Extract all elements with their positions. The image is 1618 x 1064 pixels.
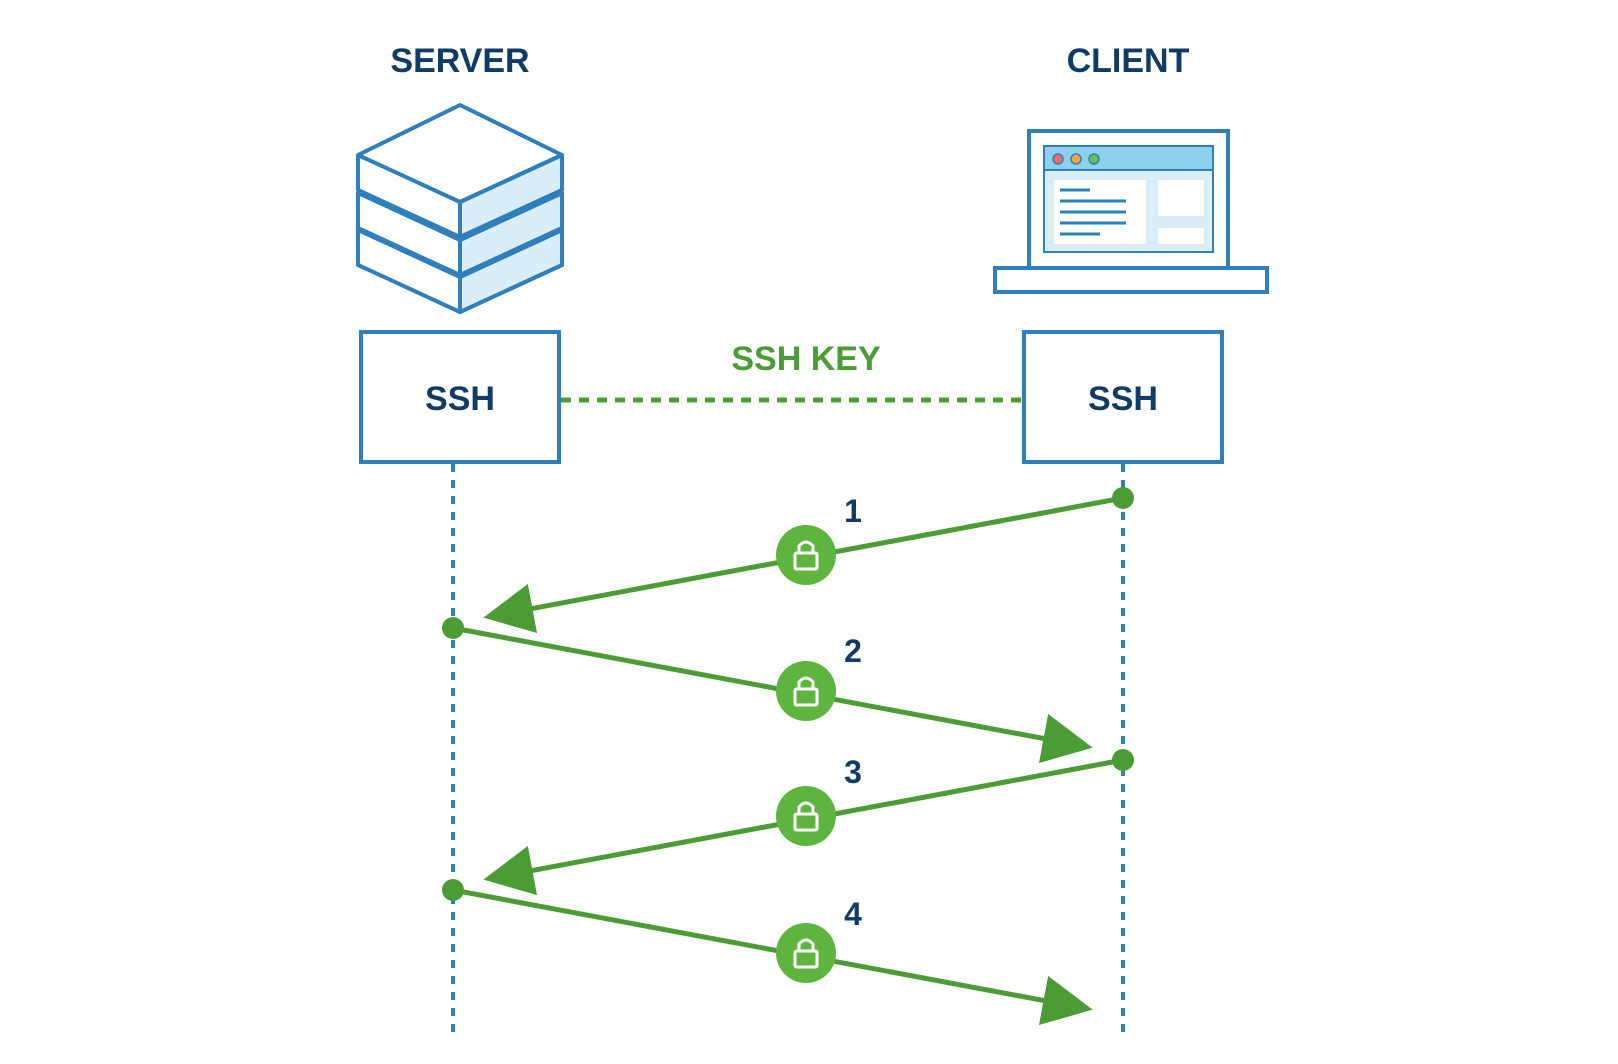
message-step-2: 2 (442, 617, 1093, 764)
message-step-1: 1 (483, 487, 1134, 634)
server-ssh-box (359, 330, 561, 464)
laptop-icon (993, 129, 1269, 294)
client-title: CLIENT (1067, 42, 1190, 80)
lock-icon (776, 923, 836, 983)
step-number-1: 1 (844, 493, 862, 529)
step-number-3: 3 (844, 754, 862, 790)
message-origin-dot-1 (1112, 487, 1134, 509)
lock-icon (776, 786, 836, 846)
message-step-3: 3 (483, 749, 1134, 896)
message-arrow-2 (452, 625, 1093, 764)
message-arrow-4 (452, 887, 1093, 1026)
step-number-2: 2 (844, 633, 862, 669)
server-stack-icon (356, 103, 564, 314)
message-origin-dot-3 (1112, 749, 1134, 771)
client-ssh-label: SSH (1088, 380, 1158, 418)
server-ssh-label: SSH (425, 380, 495, 418)
lock-icon (776, 661, 836, 721)
message-origin-dot-2 (442, 617, 464, 639)
client-ssh-box (1022, 330, 1224, 464)
message-step-4: 4 (442, 879, 1093, 1026)
server-title: SERVER (390, 42, 529, 80)
ssh-key-label: SSH KEY (731, 340, 881, 378)
message-origin-dot-4 (442, 879, 464, 901)
lock-icon (776, 525, 836, 585)
step-number-4: 4 (844, 896, 862, 932)
